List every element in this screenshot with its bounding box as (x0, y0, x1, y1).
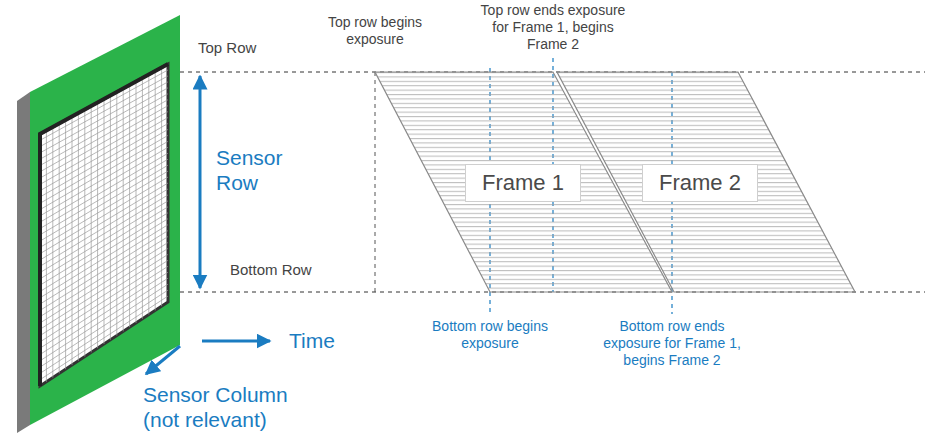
grid-line (40, 165, 168, 241)
grid-line (40, 284, 168, 367)
time-arrow (202, 340, 270, 343)
start-guide (375, 72, 376, 292)
grid-line (40, 129, 168, 203)
axis-label: Sensor Column (not relevant) (143, 382, 318, 432)
grid-line (40, 201, 168, 279)
sensor-grid-frame (40, 64, 168, 386)
event-note: Top row begins exposure (315, 14, 435, 48)
grid-line (40, 213, 168, 292)
frame-label: Frame 2 (642, 164, 758, 202)
sensor-side (17, 92, 30, 433)
grid-line (40, 219, 168, 298)
grid-line (40, 100, 168, 172)
exposure-frame: Frame 2 (557, 72, 855, 292)
grid-line (40, 296, 168, 380)
axis-label: Sensor Row (216, 145, 301, 195)
sensor-board (30, 15, 180, 425)
grid-line (40, 231, 168, 311)
grid-line (40, 106, 168, 178)
grid-line (40, 260, 168, 342)
grid-line (40, 290, 168, 373)
grid-line (40, 118, 168, 191)
grid-line (40, 243, 168, 324)
column-arrow (146, 346, 180, 374)
grid-line (40, 171, 168, 247)
grid-line (40, 254, 168, 335)
grid-line (40, 248, 168, 329)
row-label: Bottom Row (230, 261, 312, 279)
grid-line (40, 225, 168, 304)
grid-line (40, 266, 168, 348)
grid-line (40, 147, 168, 222)
grid-line (40, 124, 168, 198)
sensor-grid-edge (40, 64, 168, 386)
frame-label: Frame 1 (465, 164, 581, 202)
frame-outline (557, 72, 855, 292)
axis-label: Time (289, 328, 335, 353)
event-note: Bottom row begins exposure (425, 318, 555, 352)
grid-line (40, 94, 168, 166)
grid-line (40, 153, 168, 228)
grid-line (40, 237, 168, 317)
grid-line (40, 278, 168, 361)
grid-line (40, 141, 168, 216)
grid-line (40, 272, 168, 354)
row-label: Top Row (198, 39, 256, 57)
row-arrow (199, 76, 202, 288)
sensor-grid (40, 68, 168, 382)
event-note: Top row ends exposure for Frame 1, begin… (478, 2, 628, 52)
event-note: Bottom row ends exposure for Frame 1, be… (592, 318, 752, 368)
grid-line (40, 135, 168, 209)
grid-line (40, 159, 168, 235)
grid-line (40, 207, 168, 285)
